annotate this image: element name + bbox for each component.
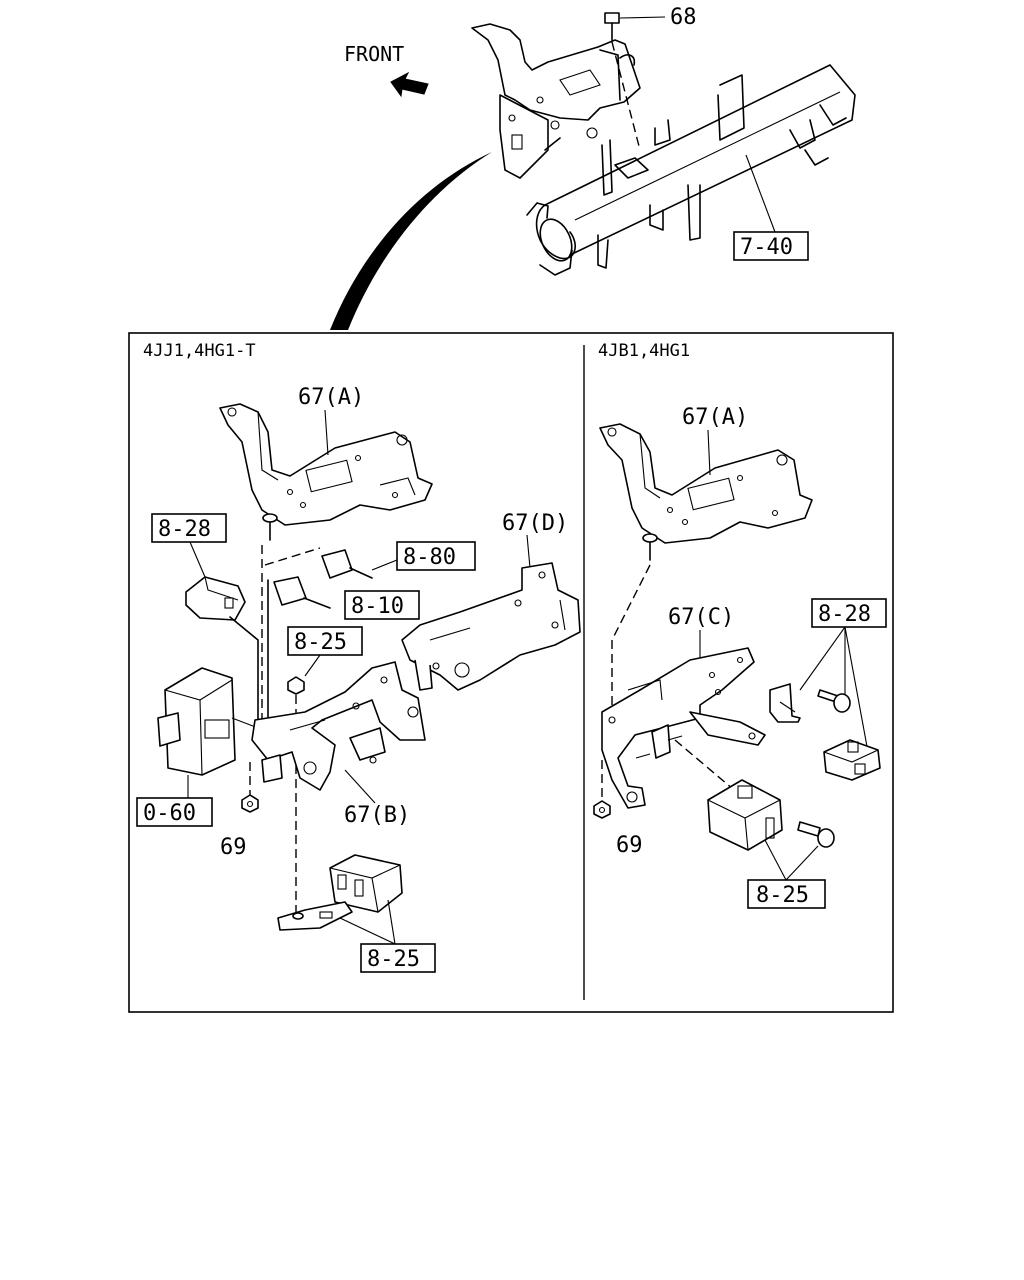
control-unit-0-60	[157, 667, 236, 776]
detail-panel-frame	[128, 332, 894, 1013]
screw-right	[642, 533, 658, 561]
callout-8-25-right: 8-25	[756, 883, 809, 908]
nut-upper	[287, 676, 305, 695]
callout-8-25-lower: 8-25	[367, 947, 420, 972]
front-arrow-icon	[390, 71, 429, 98]
callout-8-28-right: 8-28	[818, 602, 871, 627]
callout-67a-right: 67(A)	[682, 405, 748, 430]
cross-member-tube	[526, 64, 856, 276]
callout-69-right: 69	[616, 833, 643, 858]
callout-68: 68	[670, 5, 697, 30]
bracket-67d	[401, 562, 581, 691]
relay-8-25-right	[707, 779, 783, 851]
callout-69-left: 69	[220, 835, 247, 860]
screw-left	[262, 513, 278, 541]
bolt-right-lower	[797, 821, 835, 848]
nut-69-left	[241, 794, 259, 813]
front-label: FRONT	[344, 42, 404, 66]
zoom-arrow-icon	[330, 152, 492, 330]
connector-8-10	[267, 576, 331, 731]
relay-left	[185, 576, 259, 731]
bracket-67c	[601, 647, 766, 809]
bracket-8-28-right	[769, 683, 801, 723]
callout-0-60: 0-60	[143, 801, 196, 826]
callout-67b: 67(B)	[344, 803, 410, 828]
left-variant-header: 4JJ1,4HG1-T	[143, 341, 256, 361]
callout-8-80: 8-80	[403, 545, 456, 570]
callout-8-25-upper: 8-25	[294, 630, 347, 655]
bolt-68	[604, 12, 666, 151]
bracket-67a-right	[599, 423, 813, 544]
top-bracket	[471, 23, 641, 179]
right-group: 67(A) 67(C) 69	[593, 405, 887, 909]
bolt-right-upper	[817, 689, 851, 713]
callout-67a-left: 67(A)	[298, 385, 364, 410]
top-assembly-view: FRONT	[330, 5, 856, 330]
callout-8-28-left: 8-28	[158, 517, 211, 542]
callout-67d: 67(D)	[502, 511, 568, 536]
relay-right	[823, 739, 881, 781]
callout-67c: 67(C)	[668, 605, 734, 630]
bracket-lower-left	[277, 901, 353, 931]
relay-lower-left	[329, 854, 403, 913]
callout-8-10: 8-10	[351, 594, 404, 619]
connector-8-80	[321, 549, 373, 579]
bracket-67b	[251, 661, 426, 791]
right-variant-header: 4JB1,4HG1	[598, 341, 690, 361]
nut-69-right	[593, 800, 611, 819]
bracket-67a-left	[219, 403, 433, 526]
left-group: 67(A) 8-28 8-80 8	[136, 385, 581, 973]
callout-7-40: 7-40	[740, 235, 793, 260]
